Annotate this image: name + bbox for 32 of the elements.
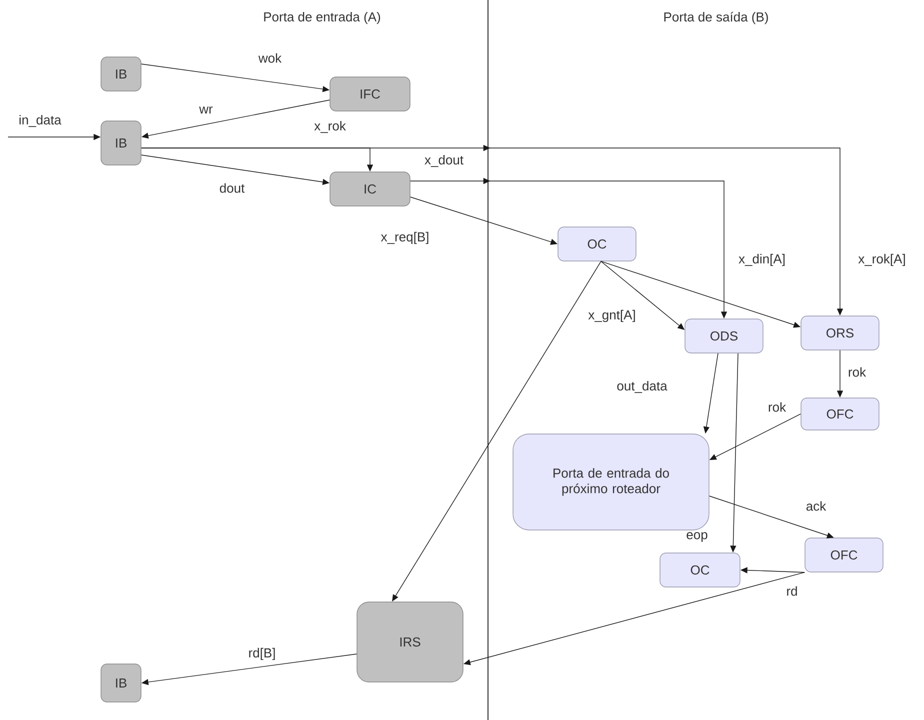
edge-label: dout	[218, 182, 246, 194]
module-box: OC	[660, 552, 740, 588]
edge-label: x_gnt[A]	[587, 308, 637, 324]
edge-label: eop	[685, 531, 709, 543]
module-box: IC	[330, 172, 410, 206]
module-box: ODS	[684, 318, 764, 354]
column-heading: Porta de saída (B)	[662, 10, 770, 26]
edge-label: rd[B]	[247, 646, 277, 662]
edge-label: ack	[804, 500, 828, 512]
edge-label: rok	[766, 401, 788, 413]
signal-label: x_din[A]	[738, 252, 786, 268]
module-box: OFC	[800, 398, 880, 430]
module-box: IB	[100, 664, 142, 702]
signal-label: x_rok[A]	[857, 252, 907, 268]
edge-label: rok	[846, 366, 868, 378]
column-heading: Porta de entrada (A)	[262, 10, 382, 26]
edge-label: x_dout	[424, 154, 465, 168]
edge-label: in_data	[18, 114, 62, 128]
edge-label: wok	[257, 52, 283, 64]
edge-label: x_req[B]	[380, 230, 430, 246]
router-box: Porta de entrada do próximo roteador	[512, 434, 710, 530]
edge-label: x_rok	[313, 120, 347, 134]
edge-label: wr	[198, 106, 214, 114]
module-box: IRS	[356, 602, 464, 682]
module-box: OFC	[804, 538, 884, 572]
module-box: ORS	[800, 316, 880, 350]
module-box: IFC	[330, 76, 410, 112]
module-box: IB	[100, 56, 142, 92]
edge-label: rd	[785, 585, 799, 597]
module-box: OC	[558, 226, 636, 262]
module-box: IB	[100, 120, 142, 166]
edge-label: out_data	[616, 380, 668, 394]
